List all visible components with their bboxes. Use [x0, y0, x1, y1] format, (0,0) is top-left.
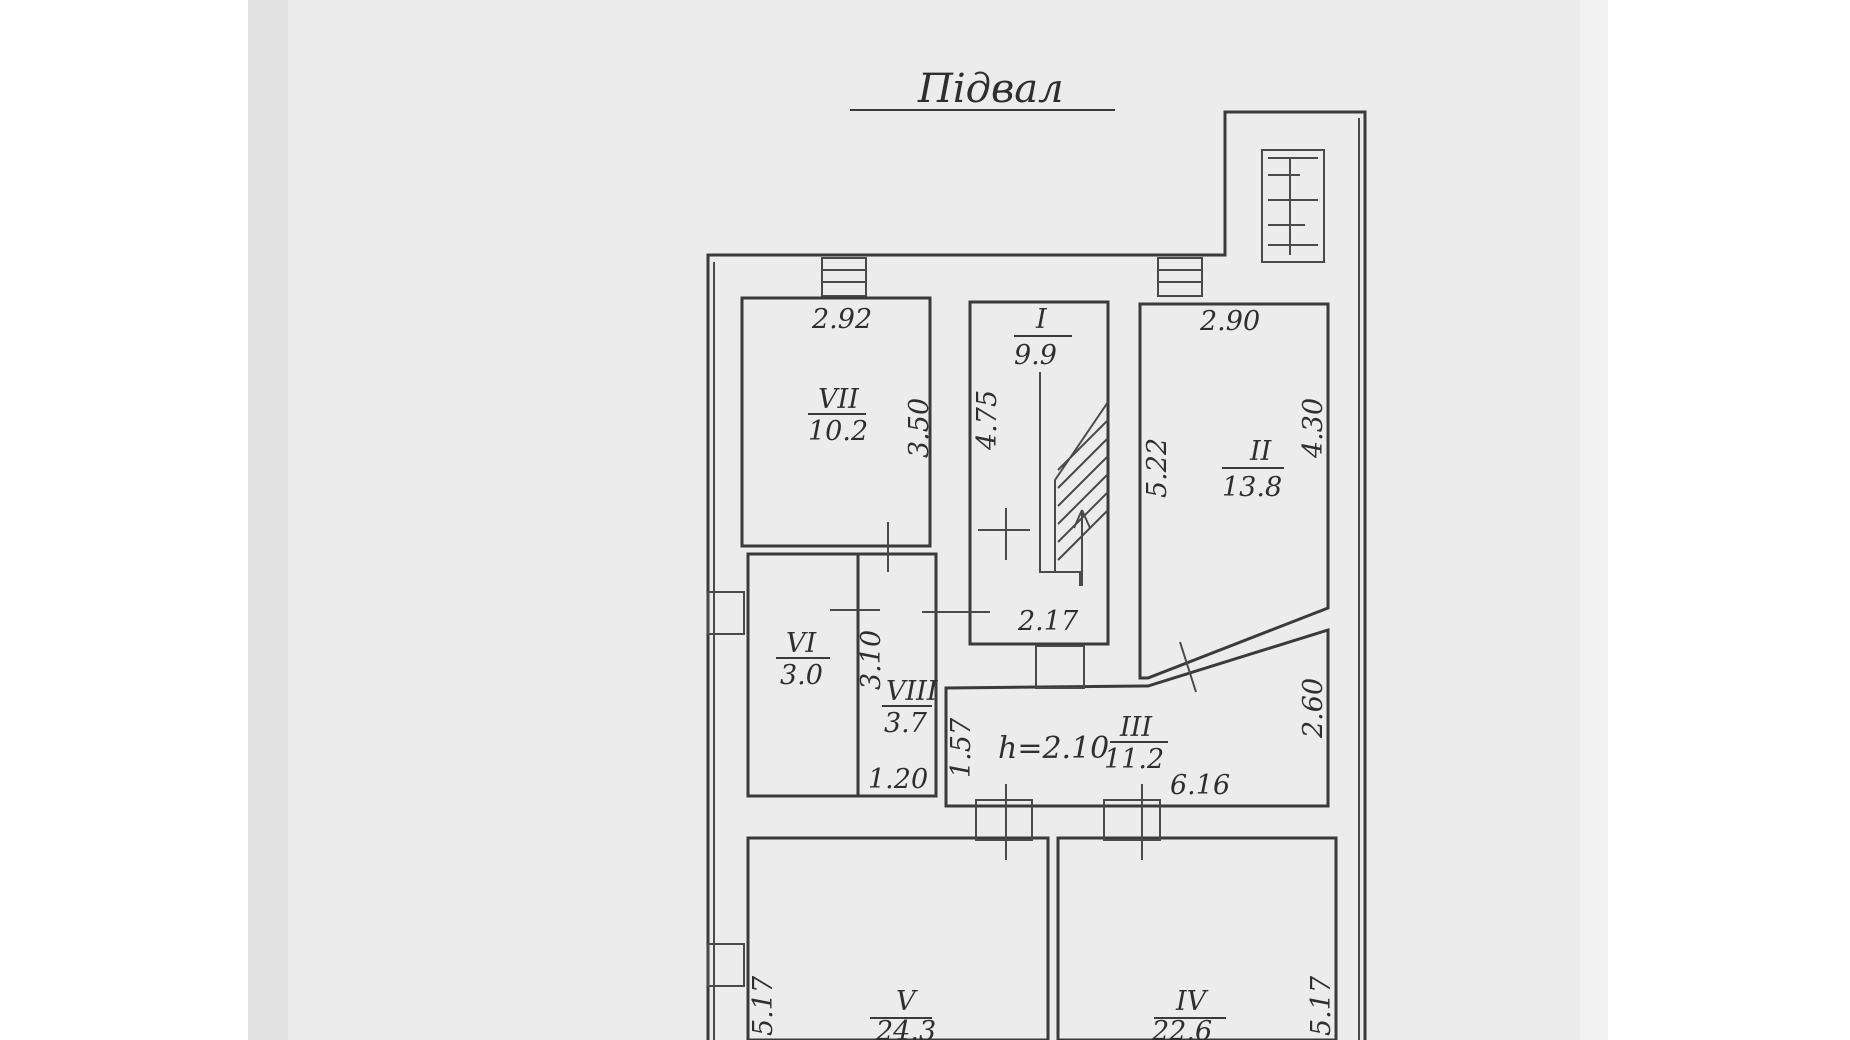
plan-title: Підвал [917, 66, 1064, 112]
room-area-viii: 3.7 [884, 708, 928, 739]
room-label-vi: VI 3.0 [776, 628, 830, 691]
room-numeral-ii: II [1249, 436, 1273, 467]
dim-ii-right: 4.30 [1298, 398, 1329, 459]
dim-vi-height: 3.10 [856, 630, 887, 690]
room-area-v: 24.3 [875, 1016, 936, 1040]
paper [248, 0, 1608, 1040]
room-numeral-i: I [1035, 304, 1048, 335]
room-area-vi: 3.0 [780, 660, 823, 691]
door-marks [707, 508, 1197, 987]
room-v-walls [746, 836, 1050, 1040]
room-ii-walls [1138, 302, 1330, 680]
dim-iv-height: 5.17 [1306, 975, 1337, 1036]
dim-viii-width: 1.20 [868, 764, 928, 795]
room-iv-walls [1056, 836, 1338, 1040]
room-numeral-vi: VI [786, 628, 817, 659]
room-area-i: 9.9 [1014, 340, 1057, 371]
room-label-i: I 9.9 [1014, 304, 1072, 371]
dim-v-height: 5.17 [748, 975, 779, 1036]
room-numeral-iii: III [1119, 712, 1153, 743]
outer-walls [706, 110, 1367, 1040]
dim-iii-right: 2.60 [1298, 678, 1329, 739]
staircase [1039, 372, 1109, 586]
dim-vii-width: 2.92 [811, 304, 872, 335]
dim-i-width: 2.17 [1017, 606, 1079, 637]
north-window-left [821, 257, 867, 297]
ventilation-shaft [1261, 149, 1325, 263]
room-iii-walls [944, 627, 1330, 808]
room-area-vii: 10.2 [808, 416, 868, 447]
room-label-ii: II 13.8 [1222, 436, 1284, 503]
dim-iii-left: 1.57 [946, 717, 977, 778]
room-vii-walls [740, 296, 932, 548]
room-label-v: V 24.3 [870, 986, 936, 1040]
room-label-iv: IV 22.6 [1151, 986, 1226, 1040]
room-numeral-iv: IV [1175, 986, 1209, 1017]
room-area-iv: 22.6 [1151, 1016, 1212, 1040]
paper-edge-shadow [248, 0, 288, 1040]
room-i-walls [968, 300, 1110, 646]
room-numeral-viii: VIII [886, 676, 939, 707]
room-numeral-vii: VII [818, 384, 860, 415]
dim-vii-height: 3.50 [904, 398, 935, 458]
dim-ii-left: 5.22 [1142, 438, 1173, 498]
room-area-ii: 13.8 [1222, 472, 1282, 503]
dim-ii-width: 2.90 [1199, 306, 1260, 337]
room-area-iii: 11.2 [1104, 744, 1164, 775]
north-window-right [1157, 257, 1203, 297]
room-label-vii: VII 10.2 [808, 384, 868, 447]
ceiling-height: h=2.10 [998, 731, 1109, 766]
paper-edge-light [1580, 0, 1608, 1040]
dim-i-height: 4.75 [972, 390, 1003, 451]
room-label-viii: VIII 3.7 [882, 676, 939, 739]
room-label-iii: h=2.10 III 11.2 [998, 712, 1168, 775]
dim-iii-width: 6.16 [1170, 770, 1230, 801]
room-vi-viii-walls [746, 552, 938, 798]
room-numeral-v: V [896, 986, 918, 1017]
